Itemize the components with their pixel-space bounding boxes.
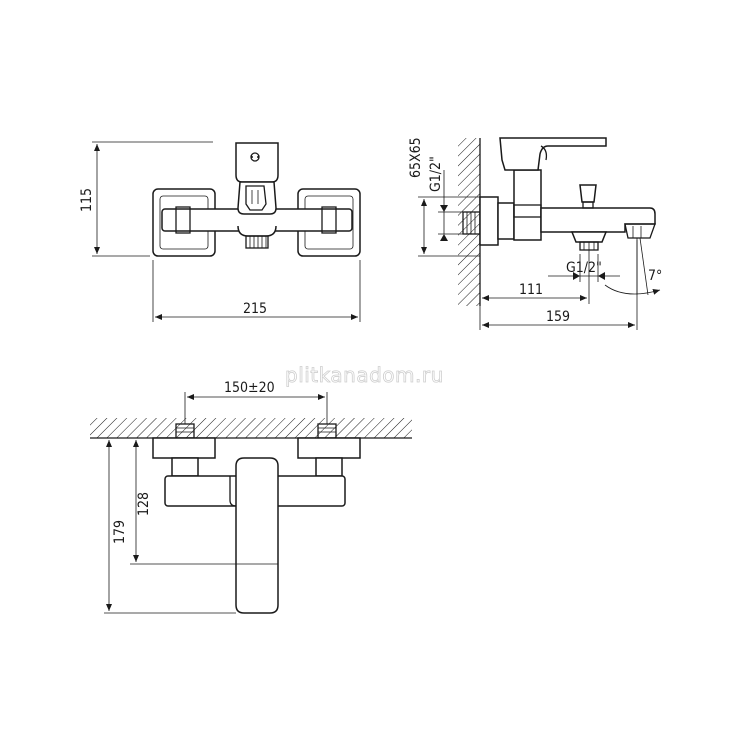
dim-inlet-label: G1/2" bbox=[428, 156, 444, 192]
spout bbox=[540, 207, 656, 233]
lever-handle bbox=[235, 142, 279, 183]
top-view: 150±20 128 179 bbox=[90, 380, 412, 614]
diverter-knob bbox=[579, 184, 597, 203]
front-view: 115 215 bbox=[79, 141, 361, 322]
dim-128-label: 128 bbox=[136, 492, 152, 516]
dim-height-label: 115 bbox=[79, 188, 95, 212]
wall-hatching bbox=[458, 138, 480, 306]
dim-159-label: 159 bbox=[546, 309, 570, 325]
dim-111-label: 111 bbox=[519, 282, 543, 298]
dim-width-label: 215 bbox=[243, 301, 267, 317]
left-escutcheon-top bbox=[152, 437, 216, 459]
watermark: plitkanadom.ru bbox=[285, 363, 444, 387]
side-view: 65X65 G1/2" G1/2" 111 159 7° bbox=[408, 137, 662, 330]
wall-hatching-top bbox=[90, 418, 412, 438]
dim-spacing-label: 150±20 bbox=[224, 380, 275, 396]
right-escutcheon-top bbox=[297, 437, 361, 459]
dim-outlet-label: G1/2" bbox=[566, 260, 602, 276]
dim-plate-label: 65X65 bbox=[408, 137, 424, 178]
dim-angle-label: 7° bbox=[648, 268, 662, 284]
lever-top bbox=[235, 457, 279, 614]
lever-side bbox=[499, 137, 607, 171]
dim-179-label: 179 bbox=[112, 520, 128, 544]
